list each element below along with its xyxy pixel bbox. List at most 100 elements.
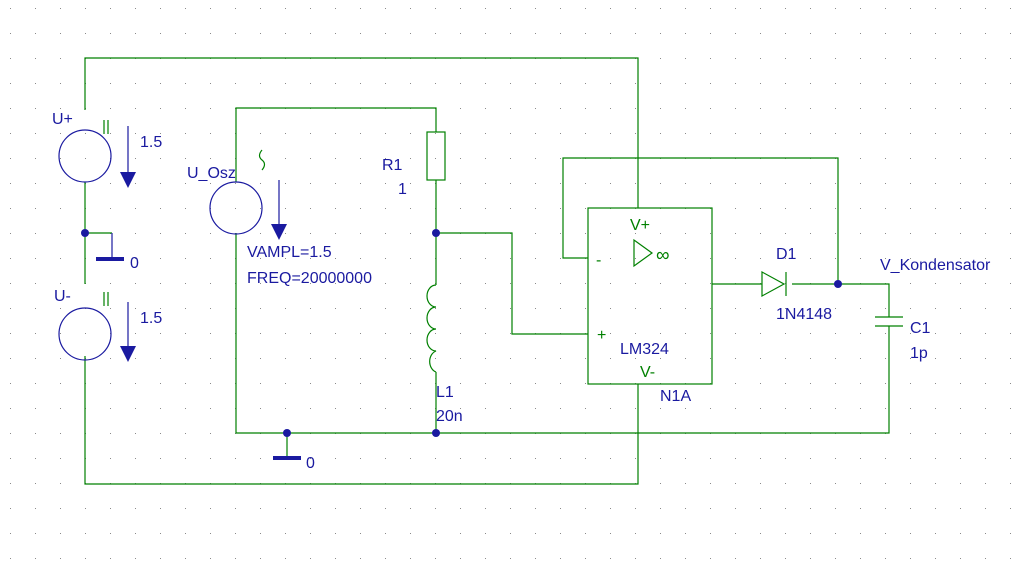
grid-dot <box>35 408 36 409</box>
grid-dot <box>885 558 886 559</box>
grid-dot <box>60 133 61 134</box>
grid-dot <box>35 483 36 484</box>
voltage-source-uosz[interactable]: U_Osz VAMPL=1.5 FREQ=20000000 <box>187 149 372 287</box>
junction-dot <box>432 429 440 437</box>
grid-dot <box>685 133 686 134</box>
grid-dot <box>410 283 411 284</box>
grid-dot <box>10 158 11 159</box>
voltage-source-uminus[interactable]: U- 1.5 <box>54 288 162 362</box>
grid-dot <box>385 158 386 159</box>
grid-dot <box>910 433 911 434</box>
ground-bottom[interactable]: 0 <box>273 455 315 472</box>
grid-dot <box>510 533 511 534</box>
grid-dot <box>735 383 736 384</box>
grid-dot <box>585 358 586 359</box>
ground-left[interactable]: 0 <box>96 233 139 272</box>
inductor-l1[interactable]: L1 20n <box>426 284 463 425</box>
grid-dot <box>585 458 586 459</box>
grid-dot <box>560 183 561 184</box>
net-label-v-kondensator[interactable]: V_Kondensator <box>880 257 991 274</box>
grid-dot <box>335 208 336 209</box>
grid-dot <box>160 533 161 534</box>
grid-dot <box>985 433 986 434</box>
grid-dot <box>660 508 661 509</box>
grid-dot <box>185 108 186 109</box>
grid-dot <box>135 283 136 284</box>
grid-dot <box>810 58 811 59</box>
opamp-ref: N1A <box>660 388 691 405</box>
grid-dot <box>10 33 11 34</box>
grid-dot <box>660 58 661 59</box>
grid-dot <box>910 233 911 234</box>
grid-dot <box>435 308 436 309</box>
grid-dot <box>185 183 186 184</box>
grid-dot <box>810 208 811 209</box>
grid-dot <box>185 358 186 359</box>
grid-dot <box>610 408 611 409</box>
diode-d1[interactable]: D1 1N4148 <box>761 246 832 323</box>
grid-dot <box>10 333 11 334</box>
grid-dot <box>260 383 261 384</box>
grid-dot <box>185 8 186 9</box>
grid-dot <box>60 108 61 109</box>
grid-dot <box>235 458 236 459</box>
grid-dot <box>285 383 286 384</box>
grid-dot <box>210 8 211 9</box>
grid-dot <box>210 283 211 284</box>
grid-dot <box>485 333 486 334</box>
grid-dot <box>260 533 261 534</box>
grid-dot <box>485 208 486 209</box>
grid-dot <box>560 533 561 534</box>
grid-dot <box>160 308 161 309</box>
grid-dot <box>185 308 186 309</box>
grid-dot <box>785 558 786 559</box>
junction-dot <box>432 229 440 237</box>
grid-dot <box>885 33 886 34</box>
grid-dot <box>910 58 911 59</box>
voltage-source-uplus[interactable]: U+ 1.5 <box>52 111 162 188</box>
grid-dot <box>810 558 811 559</box>
grid-dot <box>60 408 61 409</box>
grid-dot <box>560 283 561 284</box>
wire-diode-cap <box>792 283 890 317</box>
grid-dot <box>935 258 936 259</box>
grid-dot <box>1010 233 1011 234</box>
resistor-name: R1 <box>382 157 403 174</box>
grid-dot <box>10 183 11 184</box>
grid-dot <box>810 333 811 334</box>
grid-dot <box>560 8 561 9</box>
grid-dot <box>210 258 211 259</box>
grid-dot <box>635 233 636 234</box>
grid-dot <box>985 108 986 109</box>
grid-dot <box>185 133 186 134</box>
capacitor-c1[interactable]: C1 1p <box>875 316 931 362</box>
grid-dot <box>185 383 186 384</box>
grid-dot <box>810 108 811 109</box>
grid-dot <box>785 333 786 334</box>
grid-dot <box>710 83 711 84</box>
grid-dot <box>560 508 561 509</box>
grid-dot <box>1010 283 1011 284</box>
grid-dot <box>960 208 961 209</box>
grid-dot <box>685 458 686 459</box>
grid-dot <box>635 8 636 9</box>
grid-dot <box>210 358 211 359</box>
grid-dot <box>585 233 586 234</box>
opamp-n1a[interactable]: V+ V- - + ∞ LM324 N1A <box>587 207 713 405</box>
grid-dot <box>510 108 511 109</box>
grid-dot <box>385 308 386 309</box>
grid-dot <box>285 333 286 334</box>
grid-dot <box>335 383 336 384</box>
grid-dot <box>135 158 136 159</box>
grid-dot <box>385 33 386 34</box>
grid-dot <box>760 208 761 209</box>
resistor-r1[interactable]: R1 1 <box>382 131 446 198</box>
grid-dot <box>10 133 11 134</box>
grid-dot <box>710 358 711 359</box>
grid-dot <box>410 258 411 259</box>
grid-dot <box>360 333 361 334</box>
grid-dot <box>535 408 536 409</box>
grid-dot <box>1010 483 1011 484</box>
grid-dot <box>385 558 386 559</box>
